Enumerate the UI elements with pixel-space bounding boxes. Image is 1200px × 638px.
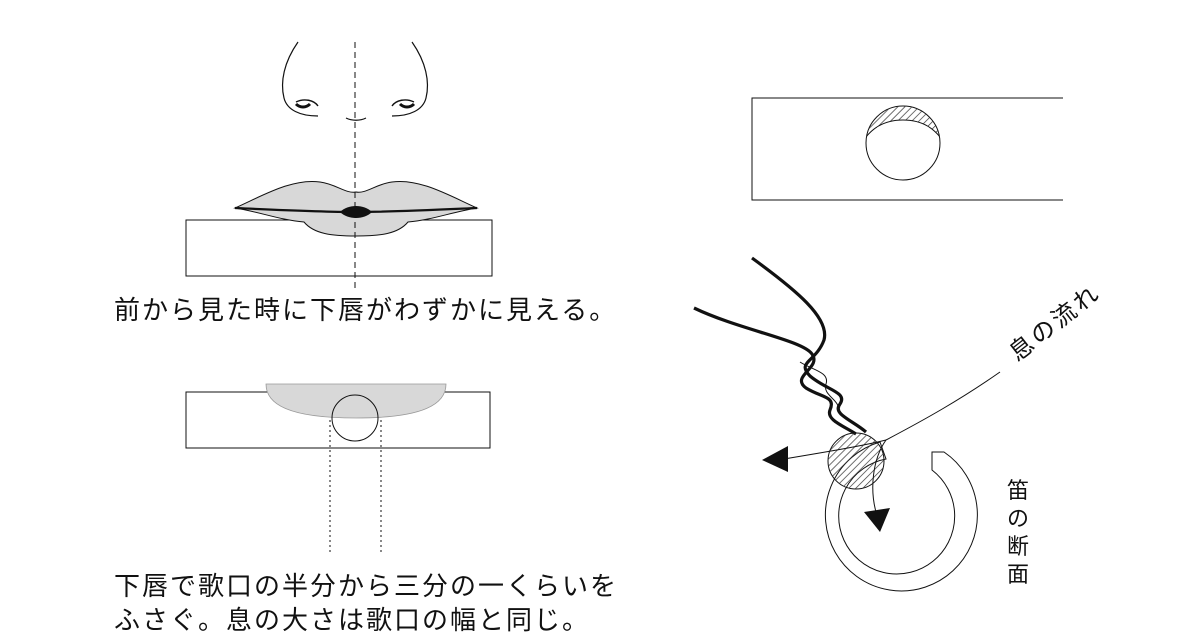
lip-cover-hatch [866, 106, 940, 148]
flute-section-char: 面 [1006, 563, 1029, 588]
lips-icon [233, 180, 479, 237]
front-view-figure [185, 41, 493, 290]
flute-section-char: 笛 [1006, 479, 1029, 504]
breath-pointer-line [885, 371, 1001, 441]
upper-lip-profile [751, 256, 868, 434]
nose-icon [281, 41, 429, 121]
arrow-inward-icon [864, 508, 890, 532]
lower-lip-shape [265, 383, 447, 419]
embouchure-hole [331, 394, 379, 442]
cover-view-figure [185, 383, 491, 552]
cross-section-figure [693, 256, 1001, 592]
cross-section-hatch [828, 433, 884, 489]
flute-section-label: 笛 の 断 面 [1003, 478, 1033, 590]
cover-caption-line2: ふさぐ。息の大さは歌口の幅と同じ。 [114, 606, 591, 636]
cover-caption-line1: 下唇で歌口の半分から三分の一くらいを [114, 572, 619, 602]
flute-hole-figure [751, 97, 1063, 201]
arrow-outward-icon [762, 446, 788, 472]
flute-section-char: の [1006, 507, 1029, 532]
front-view-caption: 前から見た時に下唇がわずかに見える。 [114, 296, 618, 326]
lip-inner-line [799, 361, 839, 413]
lower-lip-profile [693, 306, 857, 436]
flute-side-body [751, 97, 1063, 201]
breath-line-inward [872, 439, 887, 513]
breath-line-outward [777, 439, 887, 461]
flute-section-char: 断 [1006, 535, 1029, 560]
